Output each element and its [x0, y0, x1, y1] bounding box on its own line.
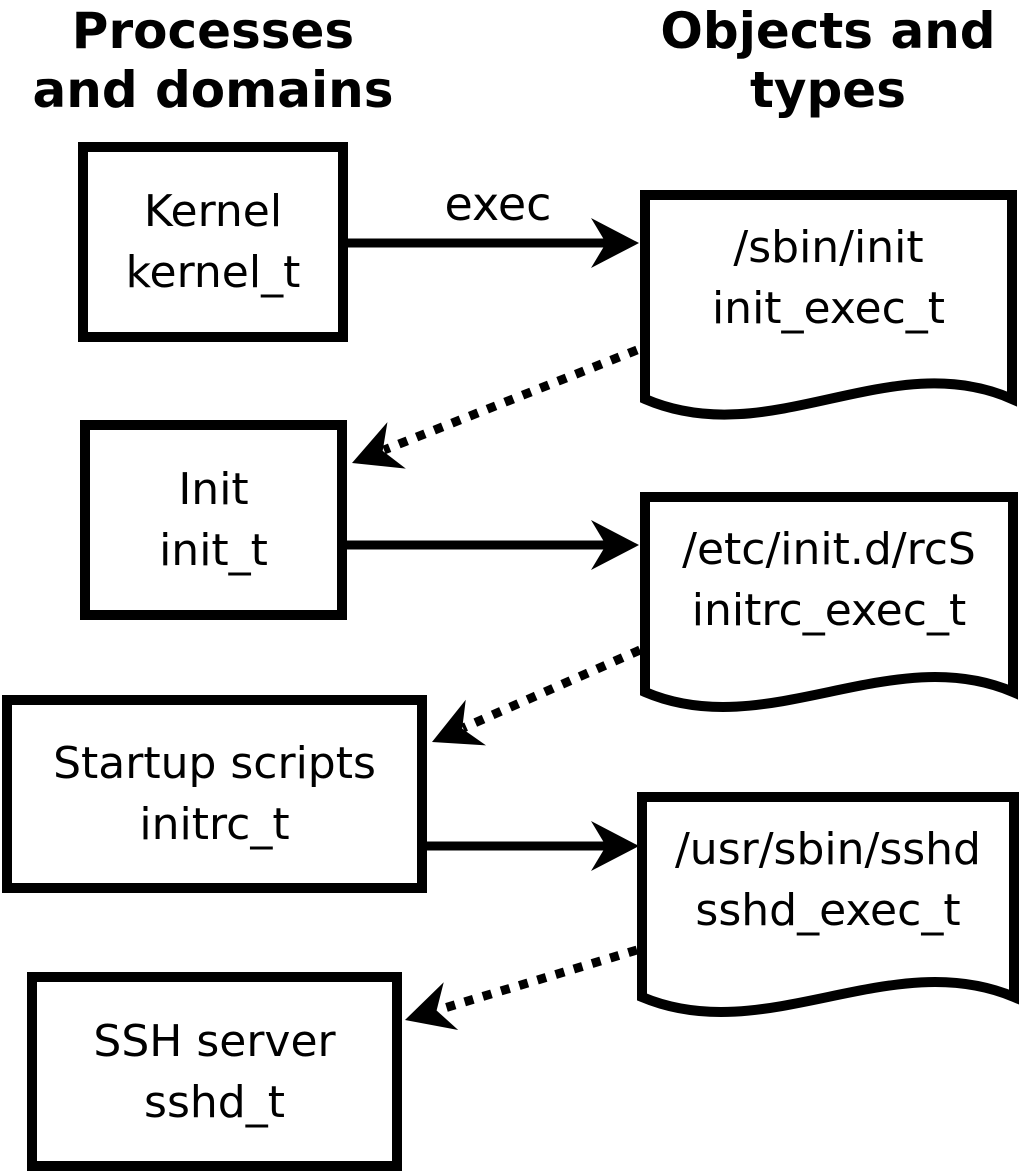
header-line: Processes — [71, 2, 355, 60]
process-node-init: Init init_t — [80, 420, 347, 620]
object-document-sbin-init — [640, 190, 1017, 420]
process-type: kernel_t — [125, 247, 301, 298]
process-type: initrc_t — [139, 799, 290, 850]
dotted-arrow-rcs-to-startup — [461, 645, 642, 733]
column-header-processes-and-domains: Processes and domains — [13, 2, 413, 120]
process-type: sshd_t — [144, 1076, 285, 1128]
dotted-arrowhead-sshd-to-sshserver — [397, 982, 459, 1044]
process-name: SSH server — [93, 1015, 336, 1067]
column-header-objects-and-types: Objects and types — [628, 2, 1024, 120]
process-type: init_t — [159, 525, 268, 576]
dotted-arrowhead-sbin-init-to-init — [342, 422, 406, 487]
process-node-ssh-server: SSH server sshd_t — [27, 972, 402, 1171]
exec-edge-label: exec — [444, 177, 552, 231]
object-type: sshd_exec_t — [695, 885, 961, 936]
dotted-arrow-sshd-to-sshserver — [436, 945, 639, 1015]
dotted-arrow-sbin-init-to-init — [382, 345, 639, 455]
object-document-etc-initd-rcs — [640, 492, 1018, 712]
object-document-usr-sbin-sshd — [637, 792, 1019, 1017]
process-box-init — [80, 420, 347, 620]
process-name: Init — [178, 464, 249, 515]
process-node-startup-scripts: Startup scripts initrc_t — [2, 695, 427, 893]
object-path: /usr/sbin/sshd — [674, 824, 981, 875]
dotted-arrowhead-rcs-to-startup — [421, 699, 487, 765]
object-node-sbin-init: /sbin/init init_exec_t — [640, 190, 1017, 366]
object-type: initrc_exec_t — [691, 585, 967, 636]
object-path: /sbin/init — [733, 222, 924, 273]
process-box-ssh-server — [27, 972, 402, 1171]
object-node-etc-initd-rcs: /etc/init.d/rcS initrc_exec_t — [640, 492, 1018, 668]
object-path: /etc/init.d/rcS — [682, 524, 976, 575]
header-line: and domains — [32, 61, 394, 119]
process-box-kernel — [78, 142, 348, 342]
process-name: Startup scripts — [53, 738, 376, 789]
header-line: Objects and — [660, 2, 996, 60]
object-node-usr-sbin-sshd: /usr/sbin/sshd sshd_exec_t — [637, 792, 1019, 968]
header-line: types — [750, 61, 906, 119]
process-name: Kernel — [143, 186, 283, 237]
process-node-kernel: Kernel kernel_t — [78, 142, 348, 342]
process-box-startup-scripts — [2, 695, 427, 893]
object-type: init_exec_t — [711, 283, 946, 334]
